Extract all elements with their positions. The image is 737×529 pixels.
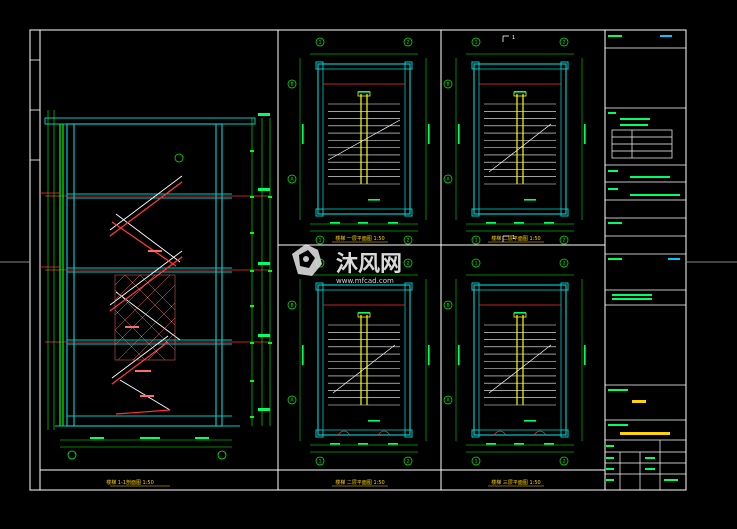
- grid-bubble-1: 1: [475, 40, 478, 46]
- binding-strip: [30, 59, 40, 161]
- grid-bubble-2-bottom: 2: [407, 238, 410, 244]
- plan-title-4: 楼梯 三层平面图 1:50: [491, 479, 540, 486]
- grid-bubble-1-bottom: 1: [319, 238, 322, 244]
- watermark-logo-icon: [292, 244, 322, 276]
- grid-bubble-a: A: [446, 177, 450, 183]
- cut-mark-label: 1: [512, 235, 515, 241]
- plan-title-2: 楼梯 二层平面图 1:50: [491, 235, 540, 242]
- grid-bubble-2: 2: [407, 261, 410, 267]
- grid-bubble-1-bottom: 1: [475, 238, 478, 244]
- grid-bubble-2-bottom: 2: [563, 238, 566, 244]
- grid-bubble-a: A: [290, 398, 294, 404]
- sheet-frame: [0, 29, 737, 491]
- grid-bubble-2: 2: [563, 40, 566, 46]
- grid-bubble-a: A: [446, 398, 450, 404]
- grid-bubble-a: A: [290, 177, 294, 183]
- section-title: 楼梯 1-1剖面图 1:50: [106, 479, 154, 486]
- grid-bubble-2-bottom: 2: [563, 459, 566, 465]
- grid-bubble-1: 1: [475, 261, 478, 267]
- grid-bubble-2: 2: [563, 261, 566, 267]
- grid-bubble-b: B: [446, 82, 449, 88]
- grid-bubble-b: B: [290, 303, 293, 309]
- grid-bubble-1-bottom: 1: [319, 459, 322, 465]
- section-view: 楼梯 1-1剖面图 1:50: [40, 110, 272, 487]
- grid-bubble-2: 2: [407, 40, 410, 46]
- title-block: [605, 47, 686, 490]
- watermark: 沐风网 www.mfcad.com: [292, 244, 402, 285]
- grid-bubble-b: B: [446, 303, 449, 309]
- grid-bubble-b: B: [290, 82, 293, 88]
- plan-title-1: 楼梯 一层平面图 1:50: [335, 235, 384, 242]
- watermark-url: www.mfcad.com: [336, 277, 394, 285]
- grid-bubble-1: 1: [319, 40, 322, 46]
- plan-title-3: 楼梯 二层平面图 1:50: [335, 479, 384, 486]
- grid-bubble-2-bottom: 2: [407, 459, 410, 465]
- watermark-brand: 沐风网: [336, 252, 402, 277]
- cut-mark-label: 1: [512, 35, 515, 41]
- title-block-text: [606, 35, 680, 481]
- grid-bubble-1-bottom: 1: [475, 459, 478, 465]
